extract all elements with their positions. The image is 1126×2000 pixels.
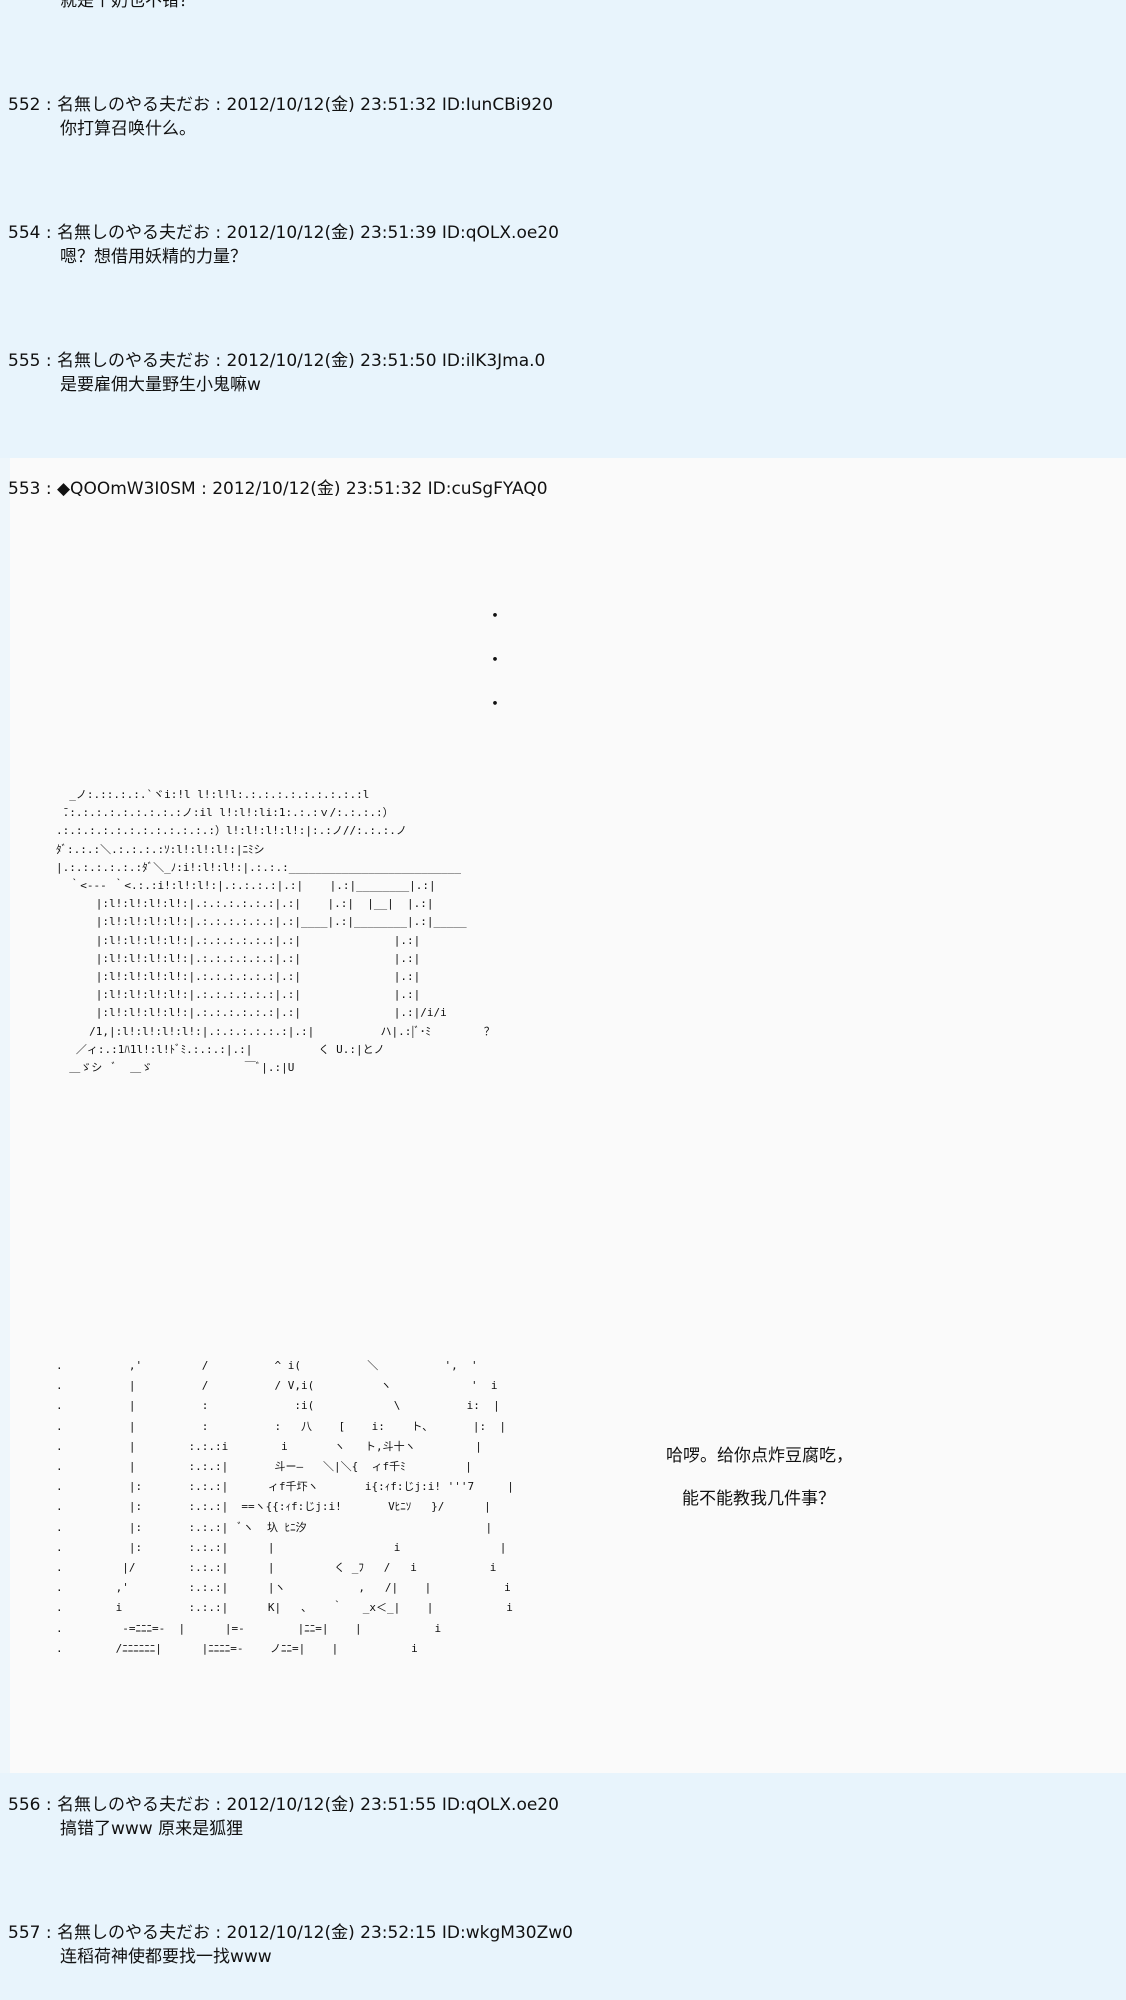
- post-body: 连稻荷神使都要找一找www: [60, 1947, 272, 1967]
- main-post-stripe: [0, 458, 10, 1773]
- post-body: 是要雇佣大量野生小鬼嘛w: [60, 375, 261, 395]
- main-post-panel: [0, 458, 1126, 1773]
- ascii-art-shrine-gate: _ノ:.::.:.:.`ヾi:!l l!:l!l:.:.:.:.:.:.:.:.…: [56, 788, 495, 1075]
- post-body: 你打算召唤什么。: [60, 119, 196, 139]
- post-header: 556 : 名無しのやる夫だお : 2012/10/12(金) 23:51:55…: [8, 1795, 559, 1815]
- ellipsis-dot: ・: [486, 606, 504, 627]
- dialogue-line: 哈啰。给你点炸豆腐吃，: [666, 1446, 853, 1466]
- reply-band-bottom: [0, 1773, 1126, 2000]
- reply-band-top: [0, 0, 1126, 458]
- ascii-art-character: . ,' / ^ i( ＼ ', ' . | / / V,i( ヽ ' i . …: [56, 1359, 514, 1655]
- ellipsis-dot: ・: [486, 650, 504, 671]
- post-header: 552 : 名無しのやる夫だお : 2012/10/12(金) 23:51:32…: [8, 95, 554, 115]
- post-header: 554 : 名無しのやる夫だお : 2012/10/12(金) 23:51:39…: [8, 223, 559, 243]
- post-body: 搞错了www 原来是狐狸: [60, 1819, 244, 1839]
- dialogue-line: 能不能教我几件事？: [682, 1489, 835, 1509]
- post-fragment-text: 就是个奶也不错？: [60, 0, 196, 11]
- post-header: 555 : 名無しのやる夫だお : 2012/10/12(金) 23:51:50…: [8, 351, 546, 371]
- main-post-header: 553 : ◆QOOmW3I0SM : 2012/10/12(金) 23:51:…: [8, 479, 548, 499]
- ellipsis-dot: ・: [486, 694, 504, 715]
- post-body: 嗯？想借用妖精的力量？: [60, 247, 247, 267]
- post-header: 557 : 名無しのやる夫だお : 2012/10/12(金) 23:52:15…: [8, 1923, 573, 1943]
